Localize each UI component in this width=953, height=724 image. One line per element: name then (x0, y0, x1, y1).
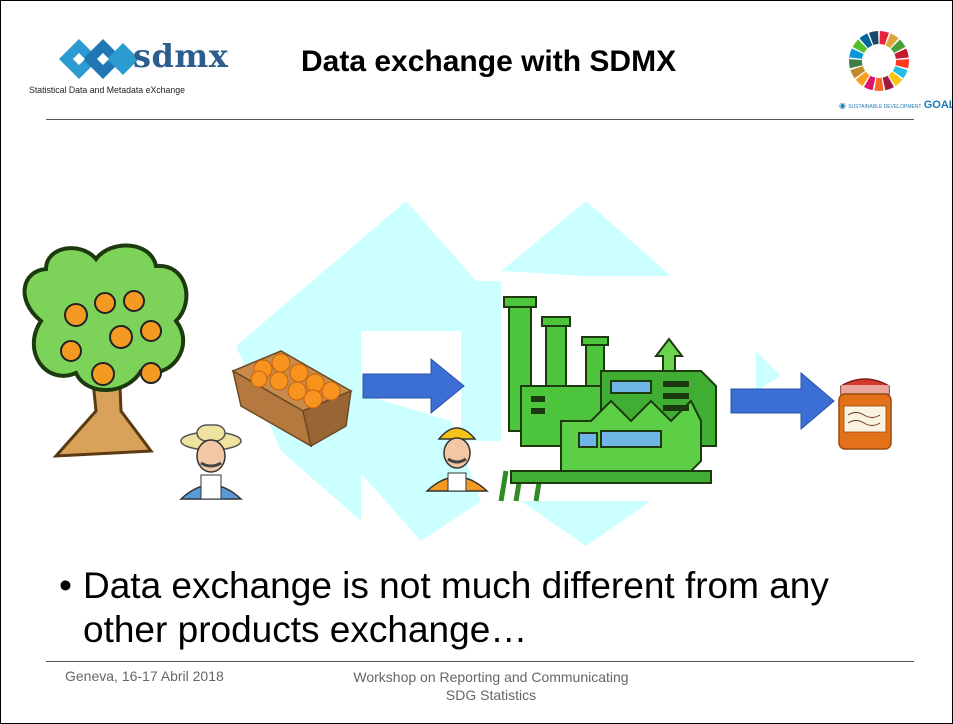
sdg-wheel-segment (882, 75, 895, 91)
factory-icon (498, 296, 717, 502)
header-divider (46, 119, 914, 120)
arrow-right-icon (730, 371, 835, 431)
sdmx-tagline: Statistical Data and Metadata eXchange (29, 85, 185, 96)
sdg-wheel-segment (855, 71, 870, 87)
background-diamond-shapes (236, 201, 781, 546)
sdg-wheel-segment (895, 59, 909, 69)
sdg-wheel-segment (863, 75, 876, 91)
sdg-wheel-segment (869, 31, 879, 45)
jam-jar-icon (838, 378, 892, 450)
bullet-line-2: other products exchange… (83, 609, 528, 650)
sdg-wheel-segment (859, 33, 873, 49)
slide-title: Data exchange with SDMX (301, 45, 677, 78)
worker-icon (425, 427, 489, 492)
sdg-wheel-segment (888, 71, 903, 87)
footer-workshop-title: Workshop on Reporting and Communicating … (301, 668, 681, 704)
sdg-wheel-segment (885, 33, 899, 49)
sdg-wheel-segment (850, 66, 866, 79)
footer-location-date: Geneva, 16-17 Abril 2018 (65, 668, 224, 684)
sdg-label-big: GOALS (923, 99, 952, 111)
sdmx-logo: sdmx Statistical Data and Metadata eXcha… (29, 35, 234, 103)
farmer-icon (179, 424, 243, 500)
bullet-dot-icon: • (59, 565, 72, 606)
sdmx-wordmark: sdmx (133, 37, 229, 75)
footer-workshop-line-1: Workshop on Reporting and Communicating (353, 669, 629, 685)
sdg-wheel-segment (849, 48, 864, 59)
sdg-logo: ◉ SUSTAINABLE DEVELOPMENT GOALS (827, 21, 952, 113)
sdg-wheel-segment (879, 31, 889, 45)
orange-tree-icon (22, 243, 189, 458)
sdg-wheel-segment (849, 59, 863, 69)
footer-divider (46, 661, 914, 662)
supply-chain-illustration (22, 201, 892, 546)
sdg-label-small: SUSTAINABLE DEVELOPMENT (848, 104, 922, 110)
sdg-wheel-segment (874, 77, 884, 91)
sdg-wheel-segment (890, 39, 906, 53)
sdg-label: ◉ SUSTAINABLE DEVELOPMENT GOALS (839, 99, 952, 111)
footer-workshop-line-2: SDG Statistics (445, 687, 537, 703)
sdg-wheel-segment (852, 39, 868, 53)
sdmx-logo-icon (59, 39, 139, 79)
sdg-wheel-icon (849, 31, 909, 91)
sdg-wheel-segment (894, 48, 909, 59)
bullet-line-1: Data exchange is not much different from… (83, 565, 829, 606)
bullet-point: • Data exchange is not much different fr… (59, 564, 893, 652)
orange-crate-icon (231, 350, 353, 448)
sdg-wheel-segment (892, 66, 908, 79)
arrow-right-icon (362, 357, 465, 415)
